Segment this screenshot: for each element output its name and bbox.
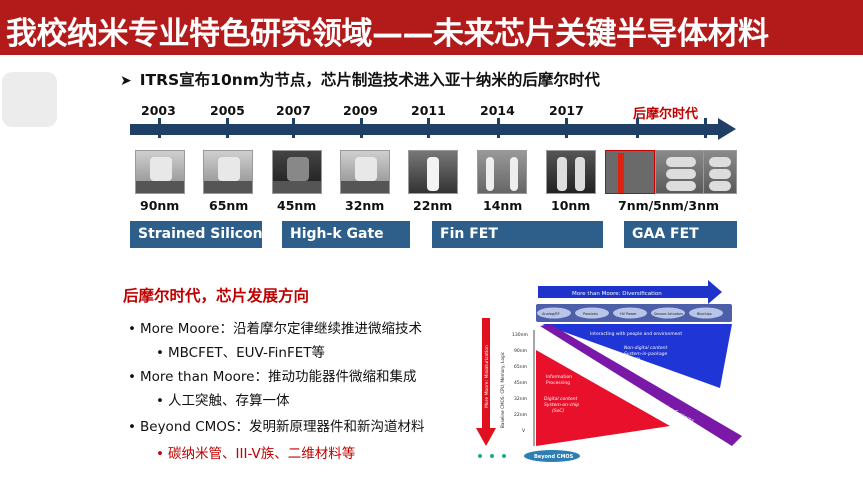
soc-label: (SoC) [552,408,565,414]
pill-label: Analog/RF [542,312,560,316]
direction-title: 后摩尔时代，芯片发展方向 [123,287,310,305]
timeline-tick [565,118,568,138]
node-label: 65nm [209,198,249,213]
timeline-tick [704,118,707,138]
tem-image-90nm [135,150,185,194]
year-label: 2011 [411,103,446,118]
scale-label: 32nm [514,396,527,402]
node-label: 22nm [413,198,453,213]
post-moore-label: 后摩尔时代 [633,107,699,122]
scale-label: 22nm [514,412,527,418]
band-high-k-gate: High-k Gate [282,221,410,248]
pill-biochips [689,307,723,319]
miniaturization-arrow [476,318,496,446]
pill-label: HV Power [620,312,637,316]
timeline-tick [497,118,500,138]
timeline-tick [226,118,229,138]
list-item: •碳纳米管、III-V族、二维材料等 [156,446,356,462]
side-thumbnail-button[interactable] [2,72,57,127]
pill-analog-rf [537,307,571,319]
tem-image-32nm [340,150,390,194]
timeline-arrowhead-icon [718,118,736,140]
sip-label: System-in-package [624,351,667,357]
beyond-cmos-label: Beyond CMOS [534,454,574,460]
timeline-tick [292,118,295,138]
info-label: Information [546,374,572,380]
year-label: 2007 [276,103,311,118]
timeline-axis [130,124,720,135]
tem-image-14nm [477,150,527,194]
diversification-label: More than Moore: Diversification [572,291,662,297]
tem-image-45nm [272,150,322,194]
scale-label: 45nm [514,380,527,386]
tem-image-gaa-1 [605,150,655,194]
scale-label: 130nm [512,332,528,338]
timeline-tick [360,118,363,138]
soc-label: System-on-chip [544,402,579,408]
tem-image-65nm [203,150,253,194]
beyond-dot [490,454,494,458]
miniaturization-label: More Moore: Miniaturization [484,345,490,408]
beyond-dot [478,454,482,458]
beyond-dot [502,454,506,458]
year-label: 2005 [210,103,245,118]
arrow-bullet-icon: ➤ [120,73,132,89]
list-item: •More than Moore：推动功能器件微缩和集成 [128,369,417,385]
timeline-tick [427,118,430,138]
node-label: 14nm [483,198,523,213]
year-label: 2014 [480,103,515,118]
node-label: 7nm/5nm/3nm [618,198,719,213]
node-label: 45nm [277,198,317,213]
list-item: •MBCFET、EUV-FinFET等 [156,345,325,361]
node-label: 32nm [345,198,385,213]
scale-label: 90nm [514,348,527,354]
timeline-tick [158,118,161,138]
timeline-tick [636,118,639,138]
pill-label: Sensors Actuators [654,312,683,316]
pill-sensors [651,307,685,319]
sip-triangle [542,324,732,388]
list-item: •Beyond CMOS：发明新原理器件和新沟道材料 [128,419,425,435]
beyond-cmos-badge [524,450,580,462]
headline: ➤ ITRS宣布10nm为节点，芯片制造技术进入亚十纳米的后摩尔时代 [120,68,600,90]
pill-hv-power [613,307,647,319]
tem-image-10nm [546,150,596,194]
list-item: •More Moore：沿着摩尔定律继续推进微缩技术 [128,321,422,337]
soc-triangle [536,350,670,446]
scale-label: 65nm [514,364,527,370]
diversification-arrow [538,280,722,304]
sip-label: (SiP) [630,357,641,363]
sip-label: Non-digital content [624,345,667,351]
pill-passives [575,307,609,319]
tem-image-gaa-3 [703,150,737,194]
year-label: 2003 [141,103,176,118]
slide-title: 我校纳米专业特色研究领域——未来芯片关键半导体材料 [6,16,769,52]
band-fin-fet: Fin FET [432,221,603,248]
year-label: 2009 [343,103,378,118]
interacting-label: Interacting with people and environment [590,331,682,337]
band-strained-silicon: Strained Silicon [130,221,263,248]
node-label: 10nm [551,198,591,213]
tem-image-gaa-2 [655,150,705,194]
baseline-label: Baseline CMOS: CPU, Memory, Logic [500,351,505,428]
pill-label: Biochips [697,312,712,316]
moore-diagram: More than Moore: Diversification Analog/… [476,280,742,462]
pill-label: Passives [583,312,598,316]
soc-label: Digital content [544,396,577,402]
node-label: 90nm [140,198,180,213]
title-bar: 我校纳米专业特色研究领域——未来芯片关键半导体材料 [0,0,863,55]
combining-arrow [540,324,742,446]
scale-label: V [522,428,526,434]
list-item: •人工突触、存算一体 [156,393,290,409]
info-label: Processing [546,380,570,386]
headline-text: ITRS宣布10nm为节点，芯片制造技术进入亚十纳米的后摩尔时代 [139,71,600,89]
tem-image-22nm [408,150,458,194]
band-gaa-fet: GAA FET [624,221,737,248]
year-label: 2017 [549,103,584,118]
